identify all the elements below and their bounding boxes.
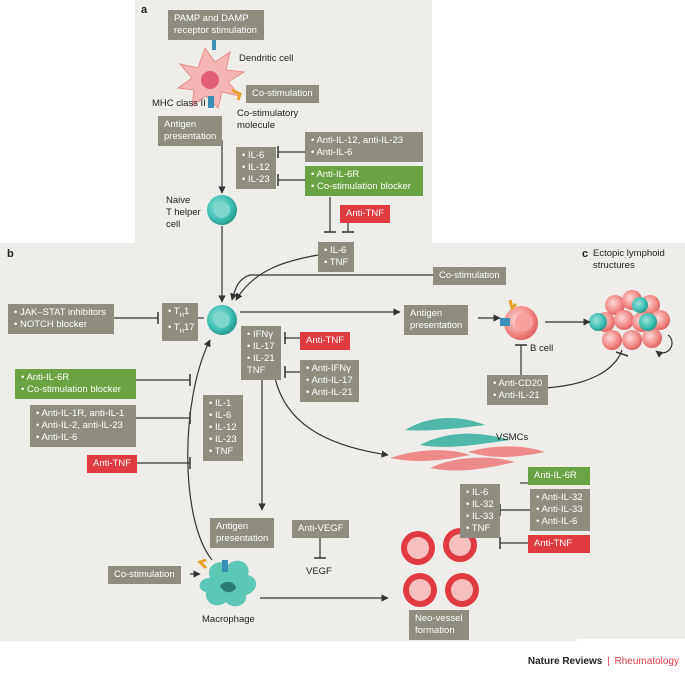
journal-brand: Nature Reviews: [527, 656, 603, 667]
effector-cytokines-box: • IFNγ • IL-17 • IL-21 TNF: [241, 326, 281, 380]
anti-ifn-box: • Anti-IFNγ • Anti-IL-17 • Anti-IL-21: [300, 360, 359, 402]
anti-il12-box: • Anti-IL-12, anti-IL-23 • Anti-IL-6: [305, 132, 423, 162]
b-cell-label: B cell: [530, 343, 554, 354]
anti-tnf-box-a: Anti-TNF: [340, 205, 390, 223]
dc-cytokines-box: • IL-6 • IL-12 • IL-23: [236, 147, 276, 189]
antigen-presentation-b: Antigen presentation: [404, 305, 469, 335]
il6-tnf-box: • IL-6 • TNF: [318, 242, 355, 272]
anti-tnf-box-b1: Anti-TNF: [300, 332, 350, 350]
costim-molecule-label: Co-stimulatory molecule: [237, 108, 299, 131]
mhc-label: MHC class II: [152, 98, 206, 109]
vegf-label: VEGF: [306, 566, 332, 577]
antigen-presentation-a: Antigen presentation: [158, 116, 223, 146]
vsmc-inhib-box: • Anti-IL-32 • Anti-IL-33 • Anti-IL-6: [530, 489, 590, 531]
journal-credit: Nature Reviews | Rheumatology: [528, 656, 679, 667]
neo-vessel-box: Neo-vessel formation: [409, 610, 469, 640]
anti-vegf-box: Anti-VEGF: [292, 520, 350, 538]
jak-stat-box: • JAK–STAT inhibitors • NOTCH blocker: [8, 304, 114, 334]
costim-box-b: Co-stimulation: [433, 267, 506, 285]
antigen-presentation-macrophage: Antigen presentation: [210, 518, 275, 548]
th-subsets-box: • TH1 • TH17: [162, 303, 198, 341]
anti-il6r-box-a: • Anti-IL-6R • Co-stimulation blocker: [305, 166, 423, 196]
panel-b-label: b: [7, 248, 14, 260]
costim-box-a: Co-stimulation: [246, 85, 319, 103]
macrophage-label: Macrophage: [202, 614, 255, 625]
panel-vsmc-area: [373, 411, 685, 639]
costim-box-macrophage: Co-stimulation: [108, 566, 181, 584]
panel-c-label: c: [582, 248, 589, 260]
journal-name: Rheumatology: [614, 656, 679, 667]
panel-a-label: a: [141, 4, 148, 16]
anti-il6r-box-vsmc: Anti-IL-6R: [528, 467, 590, 485]
ectopic-lymphoid-title: Ectopic lymphoid structures: [593, 248, 665, 271]
macrophage-cytokines-box: • IL-1 • IL-6 • IL-12 • IL-23 • TNF: [203, 395, 243, 461]
dendritic-cell-label: Dendritic cell: [239, 53, 294, 64]
pamp-box: PAMP and DAMP receptor stimulation: [168, 10, 264, 40]
anti-tnf-box-b2: Anti-TNF: [87, 455, 137, 473]
journal-separator: |: [607, 656, 610, 667]
anti-cd20-box: • Anti-CD20 • Anti-IL-21: [487, 375, 549, 405]
vsmc-cytokines-box: • IL-6 • IL-32 • IL-33 • TNF: [460, 484, 500, 538]
naive-t-cell-label: Naive T helper cell: [166, 195, 201, 230]
anti-tnf-box-vsmc: Anti-TNF: [528, 535, 590, 553]
anti-il6r-box-b: • Anti-IL-6R • Co-stimulation blocker: [15, 369, 136, 399]
anti-il1r-box: • Anti-IL-1R, anti-IL-1 • Anti-IL-2, ant…: [30, 405, 136, 447]
vsmcs-label: VSMCs: [496, 432, 529, 443]
